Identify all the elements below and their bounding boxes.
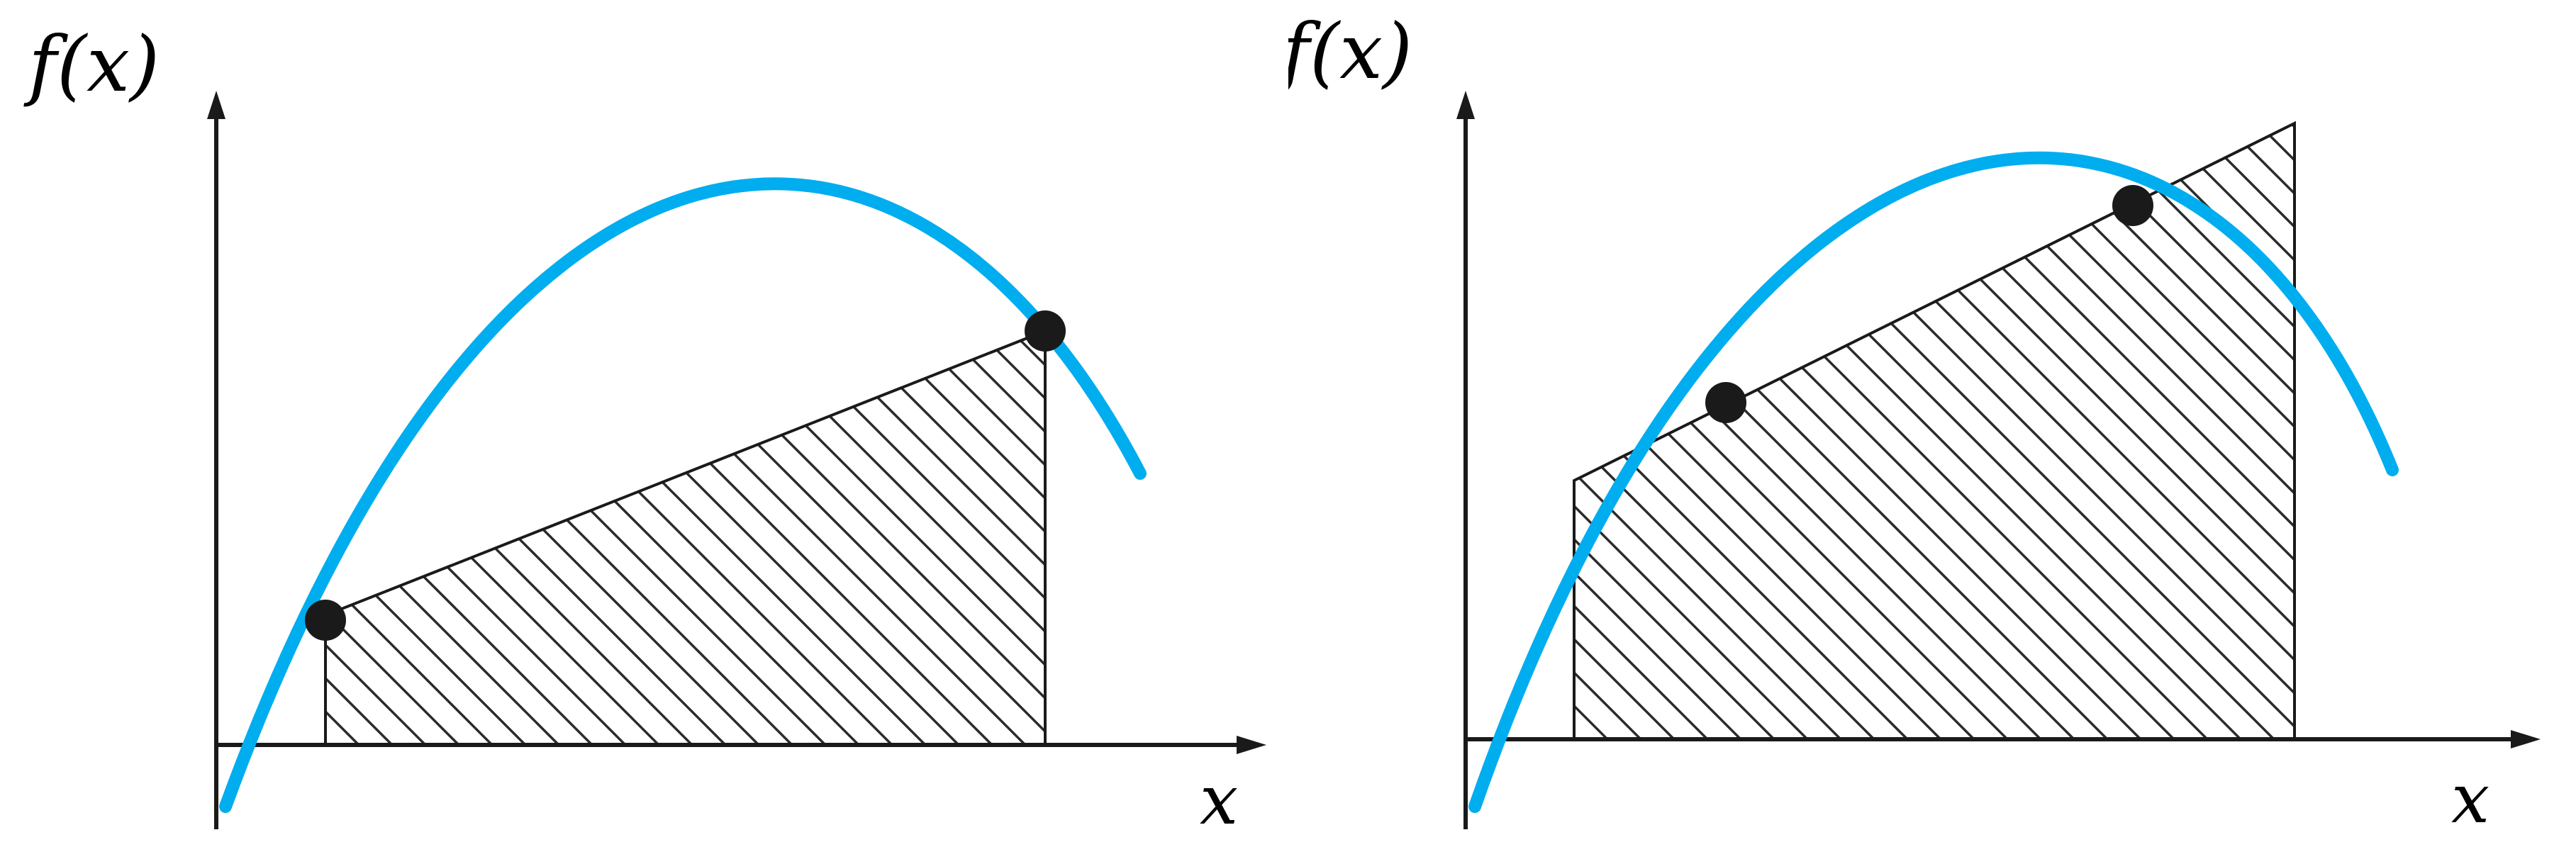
hatch-line <box>325 331 427 745</box>
hatch-line <box>2123 123 2295 739</box>
hatch-line <box>1574 123 1775 739</box>
right-diagram-svg: f(x) x <box>1288 8 2576 838</box>
hatch-line <box>476 331 893 745</box>
hatch-line <box>1574 123 1909 739</box>
hatch-line <box>1590 123 2209 739</box>
hatch-line <box>325 331 494 745</box>
right-node-point <box>2112 185 2153 226</box>
hatch-line <box>2090 123 2295 739</box>
right-y-axis-label: f(x) <box>1288 8 1412 96</box>
hatch-line <box>1574 123 1842 739</box>
left-node-point <box>1025 310 1066 352</box>
hatch-line <box>2056 123 2295 739</box>
left-node-point <box>305 600 346 641</box>
hatch-line <box>325 331 527 745</box>
hatch-line <box>2256 123 2295 739</box>
hatch-line <box>976 331 1045 745</box>
hatch-line <box>325 331 360 745</box>
left-y-axis-label: f(x) <box>23 21 160 109</box>
hatch-line <box>1574 123 1609 739</box>
right-node-point <box>1705 382 1746 423</box>
hatch-line <box>2491 123 2576 739</box>
hatch-line <box>2524 123 2576 739</box>
hatch-line <box>325 331 660 745</box>
right-x-axis-arrowhead <box>2511 730 2541 748</box>
hatch-line <box>443 331 860 745</box>
hatch-line <box>1574 123 1975 739</box>
hatch-line <box>2558 123 2576 739</box>
hatch-line <box>343 331 760 745</box>
hatch-line <box>325 331 460 745</box>
hatch-line <box>2424 123 2576 739</box>
hatch-line <box>1723 123 2295 739</box>
hatch-line <box>1078 331 1288 745</box>
hatch-line <box>2391 123 2576 739</box>
hatch-line <box>1211 331 1288 745</box>
hatch-line <box>1574 123 1709 739</box>
hatch-line <box>1574 123 1809 739</box>
left-diagram-panel: f(x) x <box>23 21 1288 840</box>
hatch-line <box>643 331 1045 745</box>
hatch-line <box>410 331 827 745</box>
hatch-line <box>943 331 1045 745</box>
hatch-line <box>843 331 1045 745</box>
left-function-curve <box>219 177 1147 813</box>
hatch-line <box>2290 123 2295 739</box>
left-diagram-svg: f(x) x <box>23 21 1288 840</box>
hatch-line <box>325 331 394 745</box>
right-y-axis-arrowhead <box>1456 91 1475 119</box>
hatch-line <box>1574 123 2009 739</box>
hatch-line <box>2358 123 2576 739</box>
hatch-line <box>2223 123 2295 739</box>
hatch-line <box>1956 123 2295 739</box>
hatch-line <box>710 331 1045 745</box>
hatch-line <box>2023 123 2295 739</box>
hatch-line <box>1111 331 1288 745</box>
hatch-line <box>325 331 593 745</box>
hatch-line <box>1574 123 2109 739</box>
hatch-line <box>1574 123 2042 739</box>
hatch-line <box>1574 123 2142 739</box>
hatch-line <box>1890 123 2295 739</box>
hatch-line <box>610 331 1027 745</box>
hatch-line <box>1278 331 1288 745</box>
hatch-line <box>510 331 927 745</box>
hatch-line <box>876 331 1045 745</box>
hatch-line <box>2156 123 2295 739</box>
left-y-axis-arrowhead <box>207 91 225 119</box>
hatch-line <box>2458 123 2576 739</box>
hatch-line <box>810 331 1045 745</box>
hatch-line <box>1574 123 1875 739</box>
hatch-line <box>1043 331 1045 745</box>
hatch-line <box>1244 331 1288 745</box>
hatch-line <box>1790 123 2295 739</box>
left-x-axis-label: x <box>1200 761 1238 840</box>
hatch-line <box>1010 331 1045 745</box>
right-x-axis-label: x <box>2451 759 2489 838</box>
hatch-line <box>1144 331 1288 745</box>
hatch-line <box>576 331 993 745</box>
hatch-line <box>2324 123 2576 739</box>
hatch-line <box>1923 123 2295 739</box>
hatch-line <box>543 331 960 745</box>
hatch-line <box>1178 331 1288 745</box>
hatch-line <box>1574 123 1742 739</box>
hatch-line <box>776 331 1045 745</box>
right-hatch-pattern <box>1574 123 2576 739</box>
hatch-line <box>1990 123 2295 739</box>
right-diagram-panel: f(x) x <box>1288 0 2576 864</box>
right-function-curve <box>1468 151 2399 813</box>
hatch-line <box>1574 123 2075 739</box>
left-x-axis-arrowhead <box>1237 736 1266 754</box>
hatch-line <box>910 331 1045 745</box>
hatch-line <box>1656 123 2275 739</box>
